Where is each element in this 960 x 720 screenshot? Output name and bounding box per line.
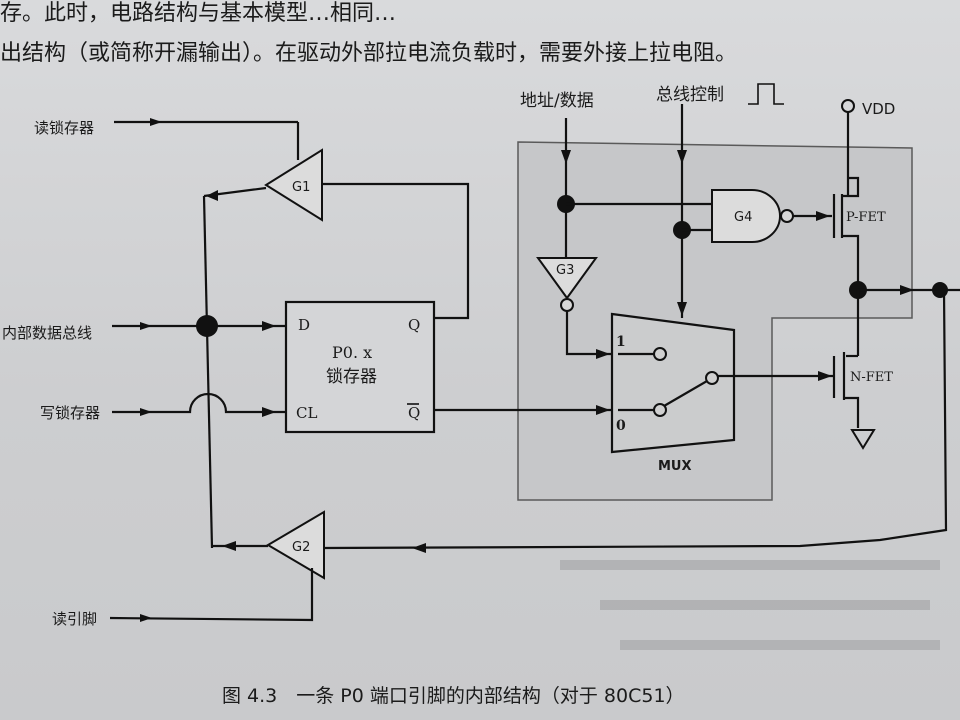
junction-dot: [196, 315, 218, 337]
latch-name-line2: 锁存器: [326, 367, 377, 387]
mux-contact-1: [653, 347, 667, 361]
read-pin-wire: [109, 568, 314, 622]
latch-qbar-label: Q: [408, 404, 420, 422]
arrow-head: [412, 543, 426, 553]
arrow-head: [816, 211, 830, 221]
bleed-through-texture: [560, 560, 940, 650]
vdd-label: VDD: [862, 100, 895, 118]
arrow-head: [262, 407, 276, 417]
latch-cl-label: CL: [296, 404, 317, 422]
pfet-label: P-FET: [846, 210, 886, 225]
pfet-drain: [842, 234, 860, 290]
mux-common-contact: [705, 371, 719, 385]
arrow-head: [818, 371, 832, 381]
arrow-head: [140, 408, 152, 416]
read-pin-label: 读引脚: [52, 610, 97, 628]
g4-label: G4: [734, 210, 752, 225]
internal-bus-vertical: [202, 195, 214, 549]
pulse-icon: [748, 83, 784, 105]
bus-ctrl-label: 总线控制: [656, 85, 724, 105]
arrow-head: [677, 150, 687, 164]
g4-nand-gate: [711, 189, 781, 243]
q-feedback-wire: [322, 182, 470, 320]
arrow-head: [206, 190, 218, 201]
pin-junction-dot: [932, 282, 948, 298]
g3-bubble: [560, 298, 574, 312]
arrow-head: [900, 285, 914, 295]
internal-bus-label: 内部数据总线: [2, 324, 92, 342]
arrow-head: [596, 405, 610, 415]
latch-name-line1: P0. x: [332, 343, 372, 362]
mux-input-0-label: 0: [616, 418, 626, 434]
nfet-source: [844, 396, 860, 428]
arrow-head: [140, 614, 152, 622]
figure-caption: 图 4.3 一条 P0 端口引脚的内部结构（对于 80C51）: [222, 685, 685, 707]
arrow-head: [262, 321, 276, 331]
mux-switch-blade: [663, 380, 708, 407]
mux-block: [610, 312, 736, 454]
arrow-head: [140, 322, 152, 330]
g2-buffer: [266, 510, 325, 580]
body-text-line-1: 存。此时，电路结构与基本模型…相同…: [0, 1, 396, 26]
write-latch-wire: [112, 392, 286, 414]
latch-d-label: D: [298, 316, 310, 334]
arrow-head: [561, 150, 571, 164]
g1-label: G1: [292, 180, 310, 195]
mux-input-1-label: 1: [616, 334, 626, 350]
arrow-head: [596, 349, 610, 359]
latch-q-label: Q: [408, 316, 420, 334]
body-text-line-2: 出结构（或简称开漏输出）。在驱动外部拉电流负载时，需要外接上拉电阻。: [0, 41, 737, 66]
ground-symbol: [850, 429, 876, 450]
pin-return-wire: [323, 289, 948, 550]
mux-label: MUX: [658, 459, 692, 474]
g3-label: G3: [556, 263, 574, 278]
g2-label: G2: [292, 540, 310, 555]
g3-inverter: [536, 257, 598, 300]
pfet-source: [842, 176, 860, 198]
arrow-head: [677, 302, 687, 316]
addr-data-label: 地址/数据: [520, 91, 594, 111]
vdd-terminal: [841, 99, 855, 113]
write-latch-label: 写锁存器: [40, 404, 100, 422]
g4-bubble: [780, 209, 794, 223]
arrow-head: [150, 118, 162, 126]
nfet-label: N-FET: [850, 370, 893, 385]
read-latch-label: 读锁存器: [34, 119, 94, 137]
arrow-head: [222, 541, 236, 551]
p0-latch-box: [284, 300, 436, 434]
